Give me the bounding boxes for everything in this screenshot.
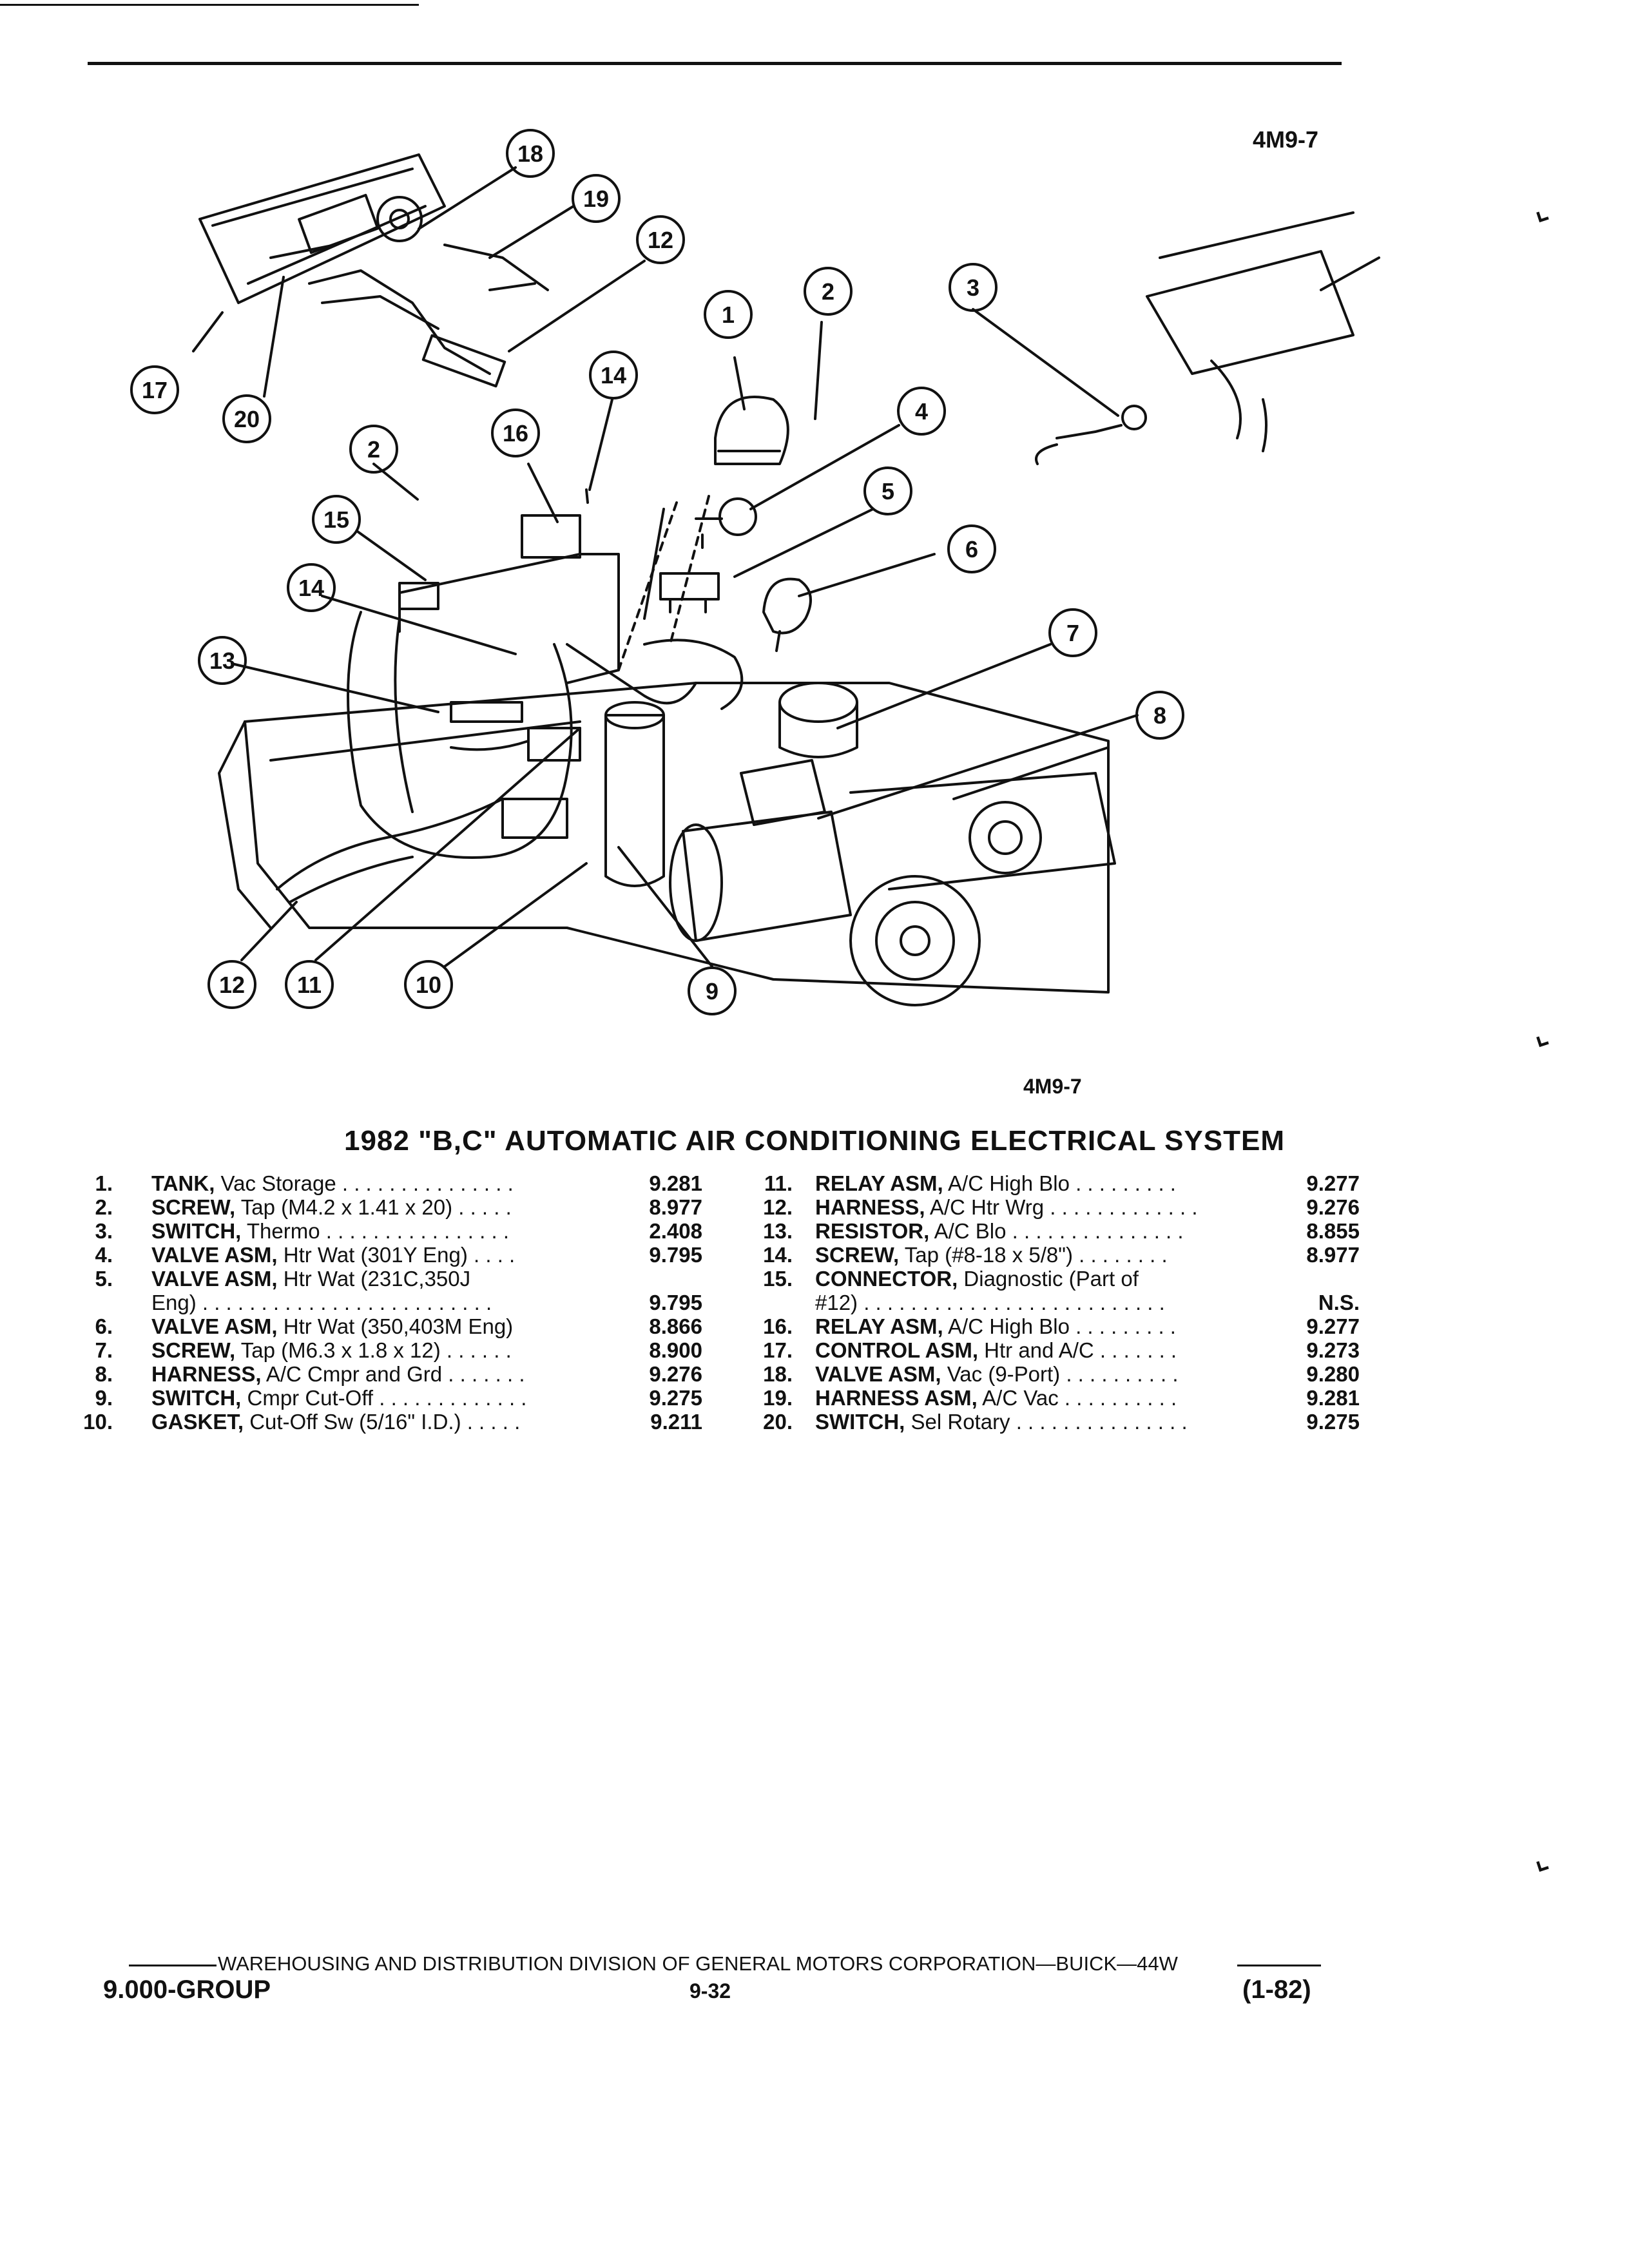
- heater-valves-drawing: [659, 497, 812, 652]
- callout-1-circle: [704, 290, 753, 339]
- callout-12-label: 12: [219, 972, 245, 998]
- callout-12b-circle: [636, 215, 685, 264]
- exploded-parts-diagram: 1 2 3 4 5 6 7 8 9 10 11 12 13 14 15 16 1…: [130, 129, 1380, 1015]
- list-item: 18.VALVE ASM, Vac (9-Port) . . . . . . .…: [763, 1362, 1360, 1386]
- diagram-code-top: 4M9-7: [1253, 126, 1319, 153]
- diagram-code-bottom: 4M9-7: [1023, 1075, 1082, 1098]
- list-item: 17.CONTROL ASM, Htr and A/C . . . . . . …: [763, 1338, 1360, 1362]
- relay-16-drawing: [521, 514, 581, 559]
- callout-2b-label: 2: [367, 436, 380, 463]
- footer-rule-right: [1237, 1965, 1321, 1966]
- callout-14b-label: 14: [601, 362, 626, 389]
- list-item: Eng) . . . . . . . . . . . . . . . . . .…: [151, 1291, 702, 1314]
- callout-leaders: [192, 166, 1139, 968]
- list-item: 4.VALVE ASM, Htr Wat (301Y Eng) . . . .9…: [95, 1243, 702, 1267]
- callout-7-circle: [1048, 608, 1097, 657]
- list-item: 20.SWITCH, Sel Rotary . . . . . . . . . …: [763, 1410, 1360, 1434]
- list-item: 2.SCREW, Tap (M4.2 x 1.41 x 20) . . . . …: [95, 1195, 702, 1219]
- callout-8-label: 8: [1153, 702, 1166, 729]
- list-item: 10.GASKET, Cut-Off Sw (5/16" I.D.) . . .…: [83, 1410, 702, 1434]
- footer-date-code: (1-82): [1242, 1975, 1311, 2004]
- control-assembly-drawing: [198, 153, 549, 388]
- callout-3-label: 3: [967, 274, 979, 301]
- list-item: 11.RELAY ASM, A/C High Blo . . . . . . .…: [764, 1171, 1360, 1195]
- callout-11-label: 11: [297, 972, 322, 998]
- footer-page-number: 9-32: [689, 1979, 731, 2003]
- callout-10-circle: [404, 960, 453, 1009]
- bracket-drawing: [398, 553, 620, 684]
- callout-15-label: 15: [323, 506, 349, 533]
- callout-6-circle: [947, 524, 996, 573]
- list-item: 3.SWITCH, Thermo . . . . . . . . . . . .…: [95, 1219, 702, 1243]
- callout-circles: [130, 129, 1184, 1015]
- callout-19-label: 19: [583, 186, 609, 212]
- callout-4-label: 4: [915, 398, 928, 425]
- callout-19-circle: [572, 174, 621, 223]
- page-title: 1982 "B,C" AUTOMATIC AIR CONDITIONING EL…: [343, 1125, 1285, 1157]
- list-item: 5.VALVE ASM, Htr Wat (231C,350J: [95, 1267, 471, 1291]
- callout-12b-label: 12: [648, 227, 673, 253]
- list-item: #12) . . . . . . . . . . . . . . . . . .…: [815, 1291, 1360, 1314]
- callout-15-circle: [312, 495, 361, 544]
- thermo-switch-drawing: [1035, 211, 1380, 465]
- header-rule: [88, 62, 1342, 65]
- callout-5-circle: [863, 466, 912, 515]
- list-item: 8.HARNESS, A/C Cmpr and Grd . . . . . . …: [95, 1362, 702, 1386]
- callout-13-label: 13: [209, 648, 235, 674]
- list-item: 1.TANK, Vac Storage . . . . . . . . . . …: [95, 1171, 702, 1195]
- callout-7-label: 7: [1066, 620, 1079, 646]
- list-item: 14.SCREW, Tap (#8-18 x 5/8") . . . . . .…: [763, 1243, 1360, 1267]
- callout-10-label: 10: [416, 972, 441, 998]
- top-left-rule: [0, 4, 419, 6]
- list-item: 13.RESISTOR, A/C Blo . . . . . . . . . .…: [763, 1219, 1360, 1243]
- callout-18-label: 18: [517, 140, 543, 167]
- list-item: 16.RELAY ASM, A/C High Blo . . . . . . .…: [763, 1314, 1360, 1338]
- callout-14-label: 14: [298, 575, 324, 601]
- footer-group: 9.000-GROUP: [103, 1975, 271, 2004]
- engine-drawing: [218, 611, 1116, 1006]
- parts-list-left: 1.TANK, Vac Storage . . . . . . . . . . …: [83, 1171, 702, 1434]
- footer-rule-left: [129, 1965, 217, 1966]
- list-item: 15.CONNECTOR, Diagnostic (Part of: [763, 1267, 1139, 1291]
- callout-11-circle: [285, 960, 334, 1009]
- callout-1-label: 1: [722, 302, 735, 328]
- callout-2b-circle: [349, 425, 398, 474]
- callout-9-circle: [688, 966, 737, 1015]
- callout-17-label: 17: [142, 377, 168, 403]
- callout-20-label: 20: [234, 406, 260, 432]
- callout-16-label: 16: [503, 420, 528, 447]
- callout-2-label: 2: [822, 278, 834, 305]
- callout-14b-circle: [589, 351, 638, 399]
- callout-2-circle: [804, 267, 853, 316]
- callout-17-circle: [130, 365, 179, 414]
- binder-mark-3: ⌞: [1528, 1842, 1552, 1876]
- vac-tank-drawing: [714, 396, 789, 465]
- callout-12-circle: [207, 960, 256, 1009]
- list-item: 9.SWITCH, Cmpr Cut-Off . . . . . . . . .…: [95, 1386, 702, 1410]
- callout-3-circle: [949, 263, 998, 312]
- callout-4-circle: [897, 387, 946, 436]
- callout-16-circle: [491, 408, 540, 457]
- callout-20-circle: [222, 394, 271, 443]
- list-item: 12.HARNESS, A/C Htr Wrg . . . . . . . . …: [763, 1195, 1360, 1219]
- callout-5-label: 5: [882, 478, 894, 505]
- list-item: 7.SCREW, Tap (M6.3 x 1.8 x 12) . . . . .…: [95, 1338, 702, 1362]
- callout-18-circle: [506, 129, 555, 178]
- footer-publisher-line: WAREHOUSING AND DISTRIBUTION DIVISION OF…: [218, 1952, 1178, 1975]
- callout-9-label: 9: [706, 978, 718, 1004]
- callout-6-label: 6: [965, 536, 978, 562]
- callout-14-circle: [287, 563, 336, 612]
- callout-8-circle: [1135, 691, 1184, 740]
- parts-list-right: 11.RELAY ASM, A/C High Blo . . . . . . .…: [747, 1171, 1360, 1434]
- list-item: 19.HARNESS ASM, A/C Vac . . . . . . . . …: [763, 1386, 1360, 1410]
- callout-13-circle: [198, 636, 247, 685]
- list-item: 6.VALVE ASM, Htr Wat (350,403M Eng)8.866: [95, 1314, 702, 1338]
